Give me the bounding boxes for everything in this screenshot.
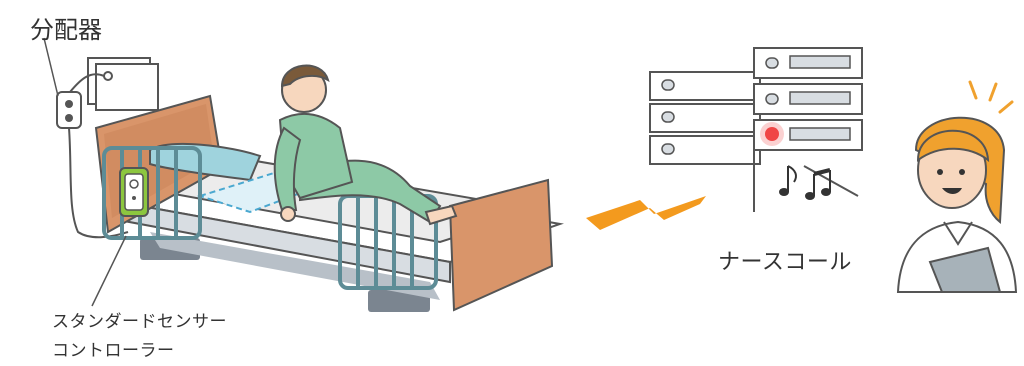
controller-label-line2: コントローラー: [52, 336, 175, 361]
nurse-call-label: ナースコール: [718, 244, 852, 276]
nurse: [898, 82, 1016, 292]
controller-label-line1: スタンダードセンサー: [52, 307, 227, 332]
distributor-label: 分配器: [30, 10, 102, 45]
lightning-icon: [586, 196, 706, 230]
music-notes-icon: [779, 166, 831, 200]
wall-outlet: [70, 58, 158, 110]
